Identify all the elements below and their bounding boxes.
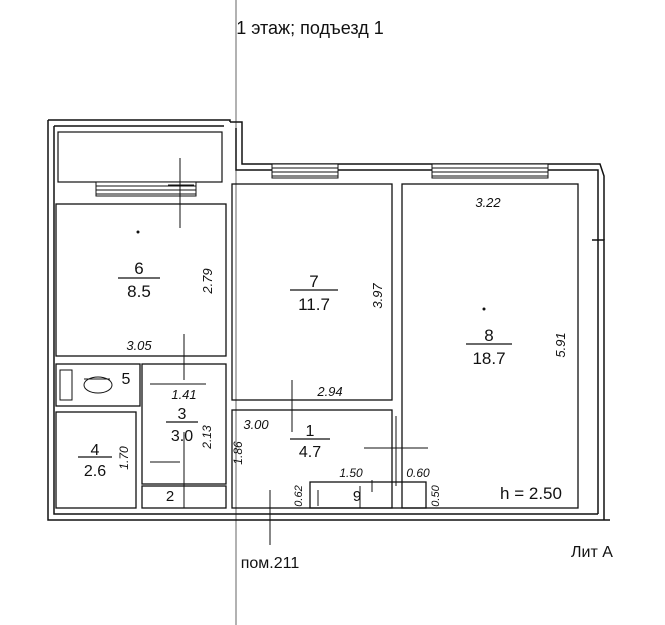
room-number: 7 xyxy=(309,272,318,291)
room-area: 11.7 xyxy=(298,295,330,314)
room-number: 8 xyxy=(484,326,493,345)
room-number: 5 xyxy=(122,371,131,388)
dimension-label: 3.00 xyxy=(243,417,269,432)
ceiling-height-label: h = 2.50 xyxy=(500,484,562,503)
room-area: 2.6 xyxy=(84,463,106,480)
room-area: 8.5 xyxy=(127,282,151,301)
outer-walls xyxy=(47,119,610,521)
dimension-label: 1.41 xyxy=(171,387,196,402)
dimension-label: 3.97 xyxy=(370,283,385,309)
dimension-label: 2.13 xyxy=(200,425,214,450)
room-number: 2 xyxy=(166,488,174,505)
room-area: 18.7 xyxy=(472,349,505,368)
dimension-label: 1.86 xyxy=(231,441,245,465)
room-number: 9 xyxy=(353,488,361,505)
marker-dot xyxy=(482,307,486,311)
plan-title: 1 этаж; подъезд 1 xyxy=(236,18,384,38)
room-area: 4.7 xyxy=(299,444,321,461)
room-number: 6 xyxy=(134,259,143,278)
lit-label: Лит А xyxy=(571,544,613,561)
room-number: 1 xyxy=(306,423,315,440)
windows xyxy=(95,163,549,197)
plan-details xyxy=(59,158,428,545)
premise-label: пом.211 xyxy=(241,555,300,572)
room-number: 3 xyxy=(178,406,187,423)
dimension-label: 2.94 xyxy=(316,384,342,399)
dimension-label: 1.50 xyxy=(339,466,363,480)
balcony xyxy=(57,131,223,183)
dimension-label: 0.62 xyxy=(293,485,305,506)
dimension-label: 3.22 xyxy=(475,195,501,210)
room-area: 3.0 xyxy=(171,428,193,445)
marker-dot xyxy=(136,230,140,234)
dimension-label: 0.60 xyxy=(406,466,430,480)
dimension-label: 3.05 xyxy=(126,338,152,353)
interior-walls xyxy=(55,183,579,509)
dimension-label: 5.91 xyxy=(553,332,568,357)
fraction-bars xyxy=(78,277,512,458)
dimension-label: 2.79 xyxy=(200,268,215,294)
room-number: 4 xyxy=(91,442,100,459)
dimension-label: 1.70 xyxy=(117,446,131,470)
dimension-label: 0.50 xyxy=(430,484,442,506)
